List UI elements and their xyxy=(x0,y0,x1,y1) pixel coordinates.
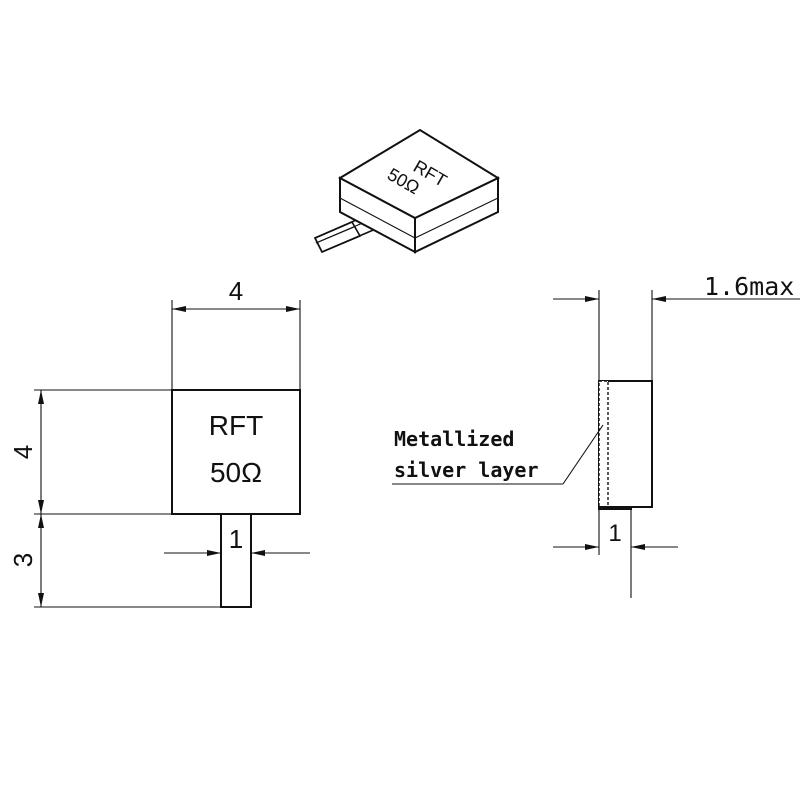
front-marking-line2: 50Ω xyxy=(210,457,262,488)
iso-body-top xyxy=(337,128,501,220)
side-lead-tab xyxy=(598,506,632,510)
dim-tab-width: 1 xyxy=(229,524,243,554)
dim-side-tab-width: 1 xyxy=(608,520,621,547)
front-marking-line1: RFT xyxy=(209,410,263,441)
isometric-view: RFT 50Ω xyxy=(313,128,501,254)
dim-body-width: 4 xyxy=(229,276,243,306)
side-view: 1.6max 1 Metallized silver layer xyxy=(392,272,800,598)
dim-thickness-max: 1.6max xyxy=(704,272,794,301)
front-body xyxy=(171,389,301,515)
silver-layer xyxy=(598,380,609,508)
silver-layer-label-line1: Metallized xyxy=(394,427,514,451)
dim-tab-length: 3 xyxy=(8,553,38,567)
dim-body-height: 4 xyxy=(8,445,38,459)
silver-layer-label-line2: silver layer xyxy=(394,458,539,482)
front-lead-tab xyxy=(220,513,252,608)
front-view: RFT 50Ω 4 4 3 1 xyxy=(8,276,310,608)
